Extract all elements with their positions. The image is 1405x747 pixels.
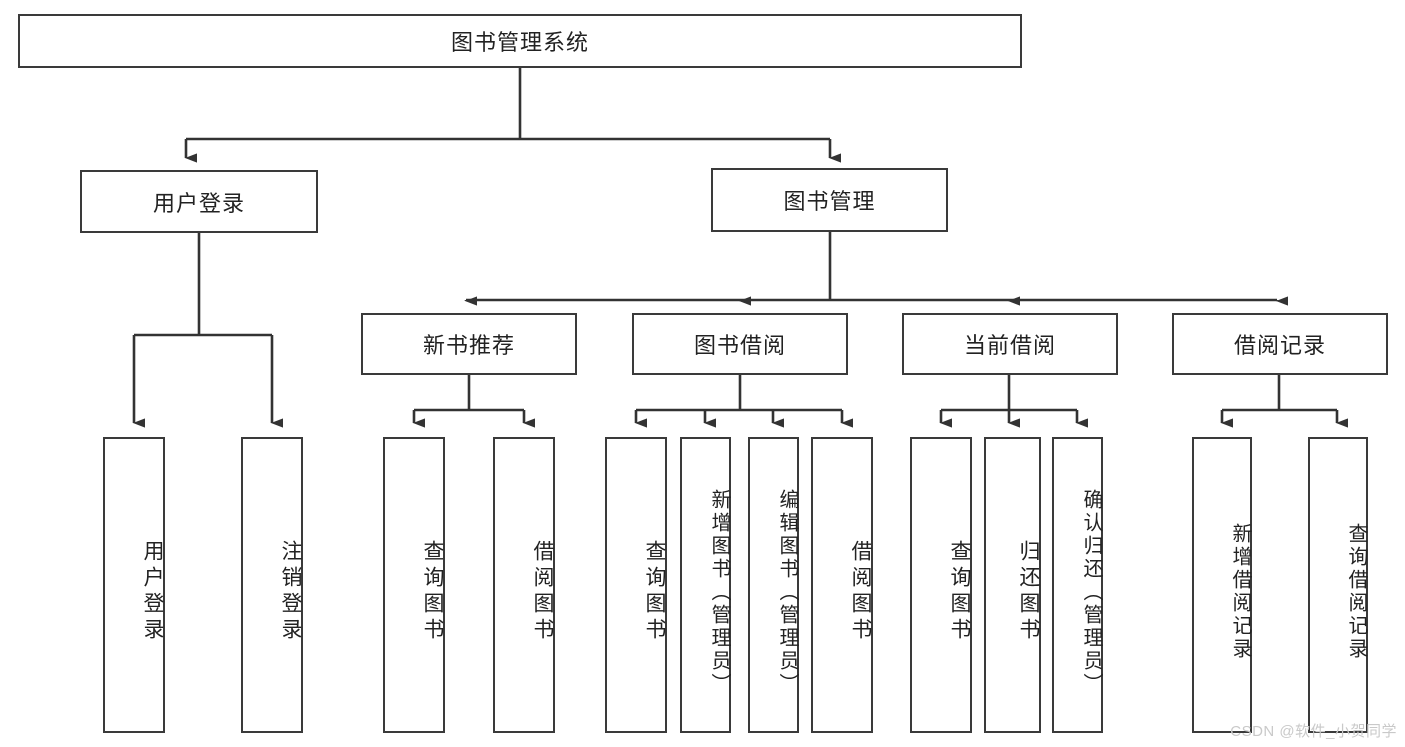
node-book-management[interactable]: 图书管理	[711, 168, 948, 232]
node-root[interactable]: 图书管理系统	[18, 14, 1022, 68]
leaf-query-book-recommend[interactable]: 查询图书	[383, 437, 445, 733]
leaf-borrow-book-borrow[interactable]: 借阅图书	[811, 437, 873, 733]
leaf-add-borrow-record[interactable]: 新增借阅记录	[1192, 437, 1252, 733]
node-new-book-recommend[interactable]: 新书推荐	[361, 313, 577, 375]
leaf-query-borrow-record[interactable]: 查询借阅记录	[1308, 437, 1368, 733]
node-user-login[interactable]: 用户登录	[80, 170, 318, 233]
leaf-return-book[interactable]: 归还图书	[984, 437, 1041, 733]
leaf-confirm-return-admin[interactable]: 确认归还（管理员）	[1052, 437, 1103, 733]
watermark: CSDN @软件_小贺同学	[1230, 723, 1397, 740]
leaf-user-login[interactable]: 用户登录	[103, 437, 165, 733]
leaf-add-book-admin[interactable]: 新增图书（管理员）	[680, 437, 731, 733]
leaf-edit-book-admin[interactable]: 编辑图书（管理员）	[748, 437, 799, 733]
node-current-borrow[interactable]: 当前借阅	[902, 313, 1118, 375]
leaf-borrow-book-recommend[interactable]: 借阅图书	[493, 437, 555, 733]
leaf-query-book-borrow[interactable]: 查询图书	[605, 437, 667, 733]
node-borrow-record[interactable]: 借阅记录	[1172, 313, 1388, 375]
leaf-query-book-current[interactable]: 查询图书	[910, 437, 972, 733]
leaf-logout-login[interactable]: 注销登录	[241, 437, 303, 733]
node-book-borrow[interactable]: 图书借阅	[632, 313, 848, 375]
